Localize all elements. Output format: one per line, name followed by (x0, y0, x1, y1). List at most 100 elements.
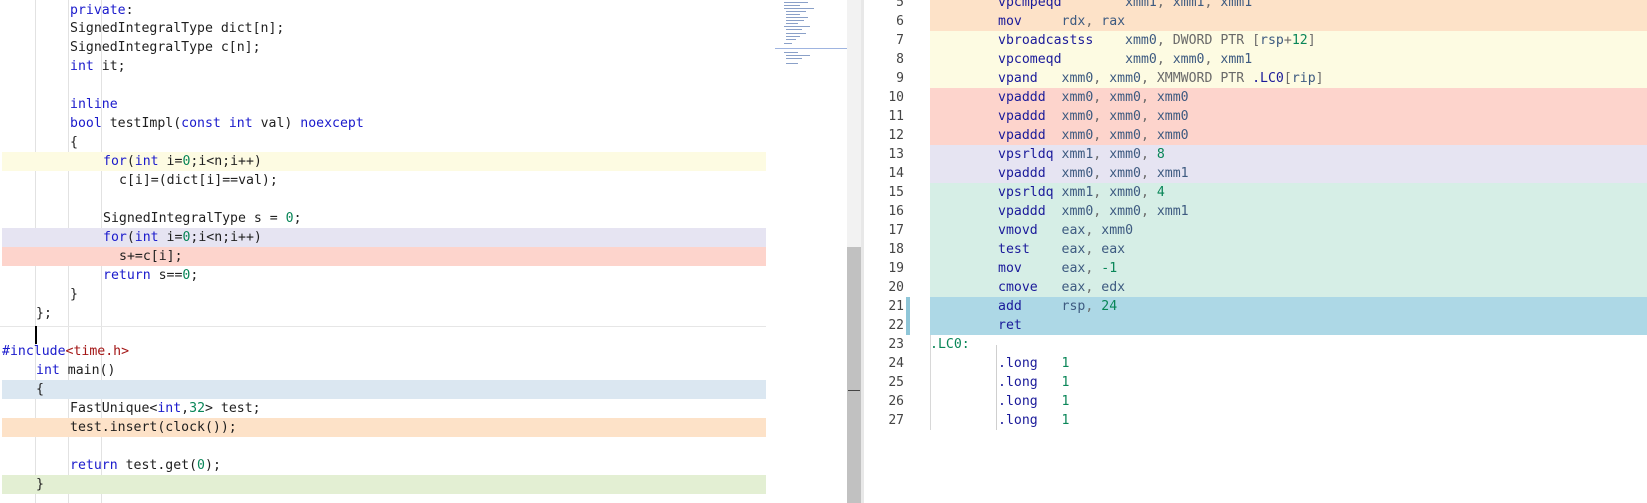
source-line[interactable]: s+=c[i]; (2, 247, 766, 266)
source-line-text: FastUnique<int,32> test; (70, 399, 261, 418)
line-highlight (930, 88, 1647, 107)
source-line[interactable]: FastUnique<int,32> test; (2, 399, 766, 418)
pane-splitter[interactable] (861, 0, 864, 503)
scrollbar-thumb[interactable] (847, 247, 861, 503)
source-editor[interactable]: private:SignedIntegralType dict[n];Signe… (0, 0, 847, 503)
code-token: xmm0 (1061, 128, 1094, 143)
code-token (1046, 109, 1062, 124)
code-token: , (181, 401, 190, 416)
source-line[interactable] (2, 437, 766, 456)
code-token: 12 (1291, 33, 1308, 48)
code-token: xmm0 (1109, 90, 1141, 105)
line-number: 11 (888, 109, 904, 124)
source-line[interactable]: inline (2, 95, 766, 114)
code-token: edx (1101, 280, 1126, 295)
code-token: vpand (998, 71, 1038, 86)
minimap-line (786, 55, 810, 56)
code-token: 32 (189, 401, 206, 416)
assembly-line[interactable]: 24.long 1 (864, 354, 1647, 373)
source-line[interactable]: #include<time.h> (2, 342, 766, 361)
code-token (1038, 223, 1062, 238)
code-token: eax (1061, 280, 1086, 295)
source-line[interactable]: int it; (2, 57, 766, 76)
line-number: 14 (888, 166, 904, 181)
assembly-line[interactable]: 27.long 1 (864, 411, 1647, 430)
line-number: 9 (896, 71, 904, 86)
assembly-line-text: vpaddd xmm0, xmm0, xmm1 (998, 164, 1189, 183)
code-token: xmm0 (1125, 52, 1157, 67)
code-token: xmm1 (1220, 52, 1253, 67)
source-line[interactable]: c[i]=(dict[i]==val); (2, 171, 766, 190)
code-token (1022, 299, 1062, 314)
source-line[interactable]: } (2, 475, 766, 494)
code-token: private (70, 3, 126, 18)
code-token: i= (158, 230, 183, 245)
code-token: ; (293, 211, 302, 226)
code-token: xmm0 (1109, 204, 1141, 219)
source-line-text: } (36, 475, 44, 494)
code-token: rip (1291, 71, 1316, 86)
source-line[interactable]: private: (2, 1, 766, 20)
line-number: 23 (888, 337, 904, 352)
code-token: s+=c[i]; (119, 249, 183, 264)
source-line[interactable] (2, 190, 766, 209)
minimap-viewport (775, 48, 847, 49)
source-line[interactable] (2, 76, 766, 95)
source-line[interactable]: SignedIntegralType c[n]; (2, 38, 766, 57)
source-line[interactable]: } (2, 285, 766, 304)
source-line[interactable]: SignedIntegralType dict[n]; (2, 19, 766, 38)
source-line[interactable]: { (2, 133, 766, 152)
assembly-line[interactable]: 14 vpaddd xmm0, xmm0, xmm1 (864, 164, 1647, 183)
code-token: , (1140, 90, 1157, 105)
code-token: eax (1061, 242, 1086, 257)
source-line[interactable]: bool testImpl(const int val) noexcept (2, 114, 766, 133)
assembly-line[interactable]: 23.LC0: (864, 335, 1647, 354)
source-line[interactable]: return test.get(0); (2, 456, 766, 475)
code-token: , (1140, 128, 1157, 143)
assembly-line[interactable]: 25.long 1 (864, 373, 1647, 392)
code-token: ( (126, 230, 135, 245)
code-token: rsp (1260, 33, 1284, 48)
line-highlight (930, 31, 1647, 50)
minimap[interactable] (780, 0, 847, 75)
assembly-line[interactable]: 26.long 1 (864, 392, 1647, 411)
code-token: , (1093, 147, 1110, 162)
source-line[interactable]: SignedIntegralType s = 0; (2, 209, 766, 228)
code-token: return (70, 458, 118, 473)
source-line[interactable]: }; (2, 304, 766, 323)
source-line[interactable]: int main() (2, 361, 766, 380)
code-token: .long (998, 394, 1038, 409)
code-token (1038, 356, 1062, 371)
source-line-text: private: (70, 1, 134, 20)
source-line[interactable]: for(int i=0;i<n;i++) (2, 152, 766, 171)
source-line[interactable] (2, 323, 766, 342)
source-line[interactable]: return s==0; (2, 266, 766, 285)
source-line[interactable]: for(int i=0;i<n;i++) (2, 228, 766, 247)
line-highlight (930, 221, 1647, 240)
source-line[interactable]: { (2, 380, 766, 399)
source-line-text: int it; (70, 57, 126, 76)
source-line[interactable]: test.insert(clock()); (2, 418, 766, 437)
minimap-line (786, 17, 808, 18)
line-number: 22 (888, 318, 904, 333)
code-token (1038, 413, 1062, 428)
code-token: , (1085, 223, 1102, 238)
